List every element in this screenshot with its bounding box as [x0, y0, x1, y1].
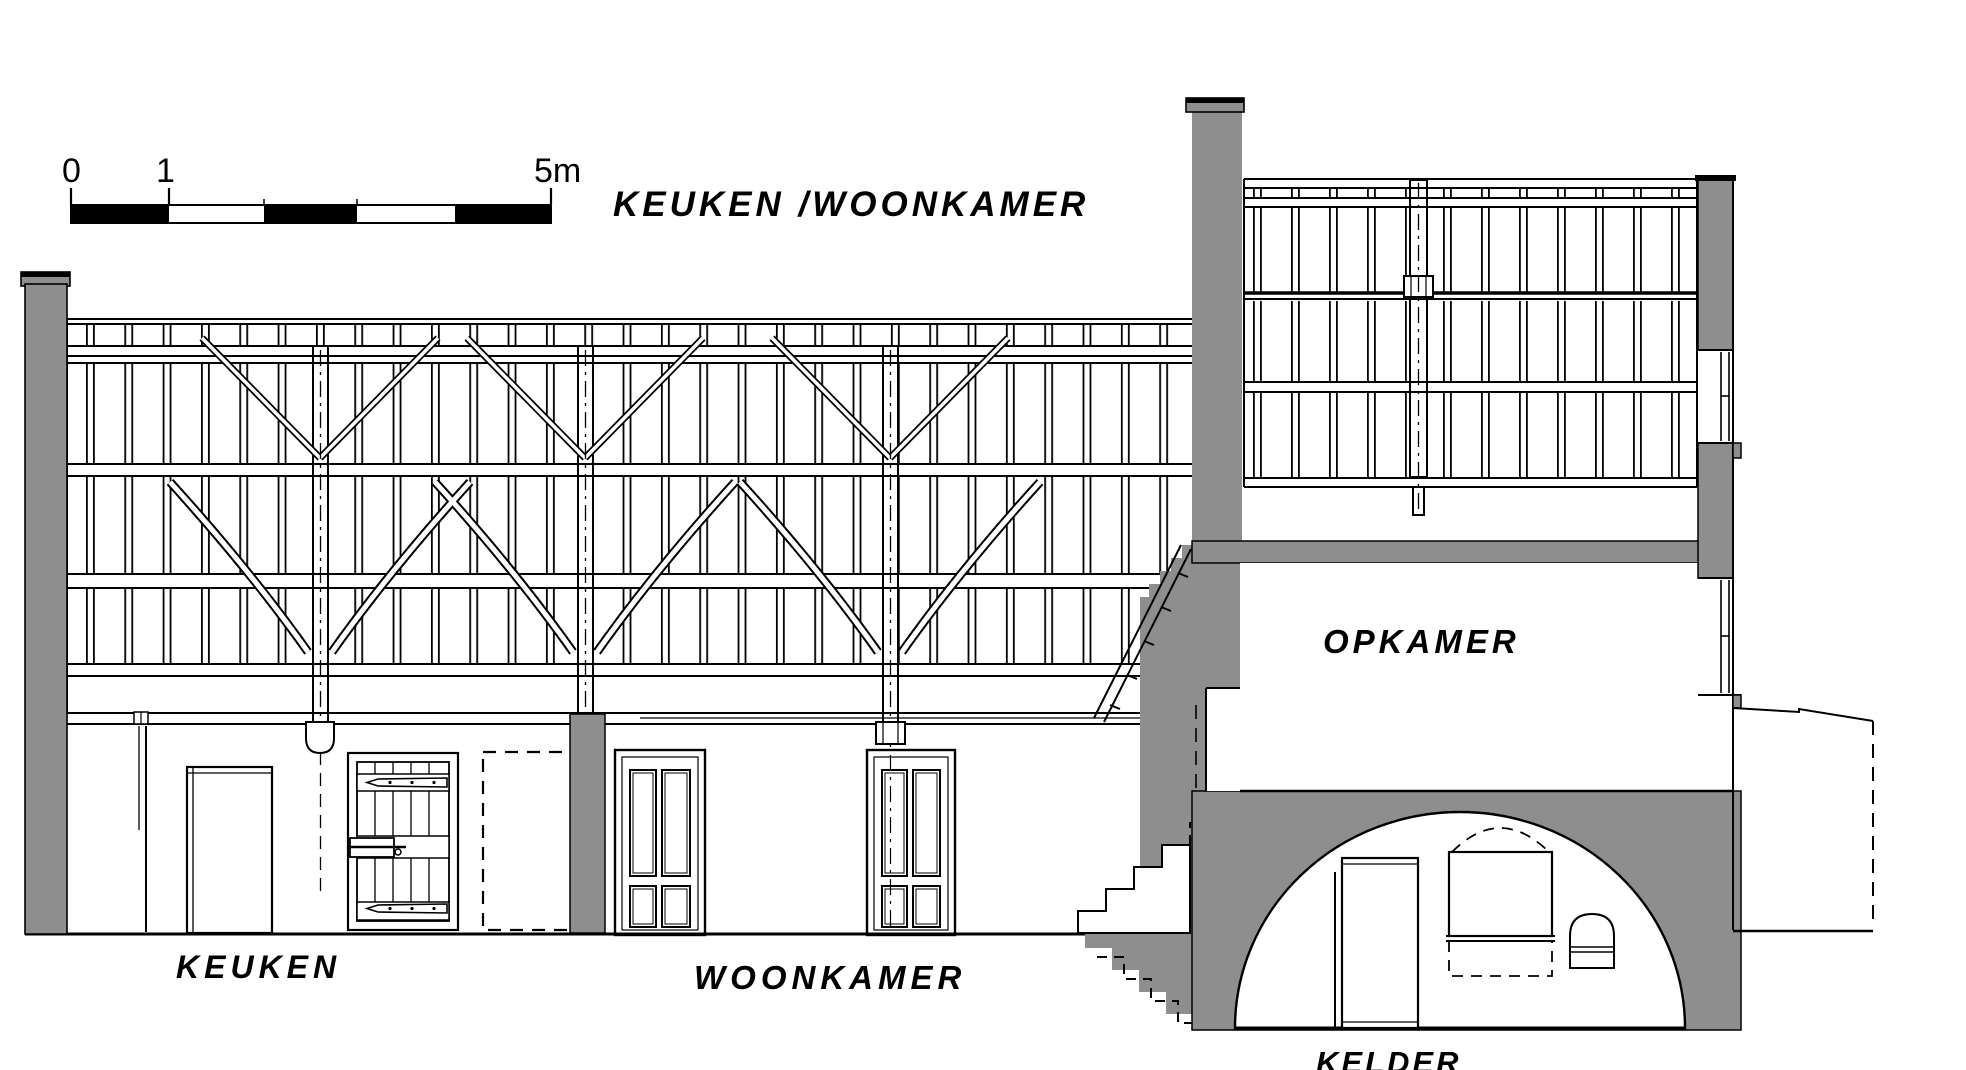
keuken-label: KEUKEN: [176, 949, 341, 985]
woonkamer-label: WOONKAMER: [694, 959, 966, 996]
woonkamer-door-left: [613, 748, 707, 937]
window-corbel: [1732, 442, 1742, 459]
stud-band: [67, 364, 1240, 463]
hidden-steps-dashed: [1097, 956, 1200, 1024]
woonkamer-door-right: [865, 748, 957, 937]
scale-label-5m: 5m: [534, 152, 581, 190]
strap-hinge-icon: [364, 777, 448, 788]
masonry-pier: [569, 713, 606, 934]
scale-label-1: 1: [156, 152, 175, 190]
kelder-label: KELDER: [1316, 1045, 1461, 1070]
opkamer-label: OPKAMER: [1323, 623, 1520, 660]
left-pier: [20, 271, 71, 935]
window-ledge: [1732, 694, 1742, 709]
scale-label-0: 0: [62, 152, 81, 190]
keuken-door: [185, 765, 274, 935]
strap-hinge-icon: [364, 903, 448, 914]
stud-band: [67, 589, 1240, 663]
cellar-steps: [1077, 844, 1191, 934]
opkamer-ceiling-band: [1191, 540, 1734, 564]
scale-bar: 0 1 5m: [62, 152, 581, 224]
opkamer-door-opening: [1206, 688, 1240, 791]
cellar-niche: [1569, 912, 1615, 969]
left-timber-frame: [66, 318, 1240, 930]
drawing-title: KEUKEN /WOONKAMER: [613, 185, 1089, 224]
wall-cap: [1695, 175, 1736, 181]
right-timber-frame: [1243, 178, 1698, 516]
stud-band: [67, 477, 1240, 573]
cellar-door: [1334, 856, 1420, 1030]
attic-ladder: [1093, 544, 1192, 723]
annex-outline: [1732, 707, 1874, 933]
hidden-partition-dashed: [481, 750, 592, 932]
ground-floor: [25, 711, 1145, 937]
plank-door: [346, 751, 460, 932]
cellar-window: [1446, 827, 1555, 977]
stud-band: [67, 325, 1240, 345]
post-pendant: [305, 721, 335, 755]
upper-window: [1698, 349, 1733, 444]
kelder-zone: [1233, 810, 1687, 1030]
opkamer-room: [1240, 563, 1733, 791]
right-wall: [1695, 175, 1742, 930]
post-corbel: [875, 721, 906, 745]
